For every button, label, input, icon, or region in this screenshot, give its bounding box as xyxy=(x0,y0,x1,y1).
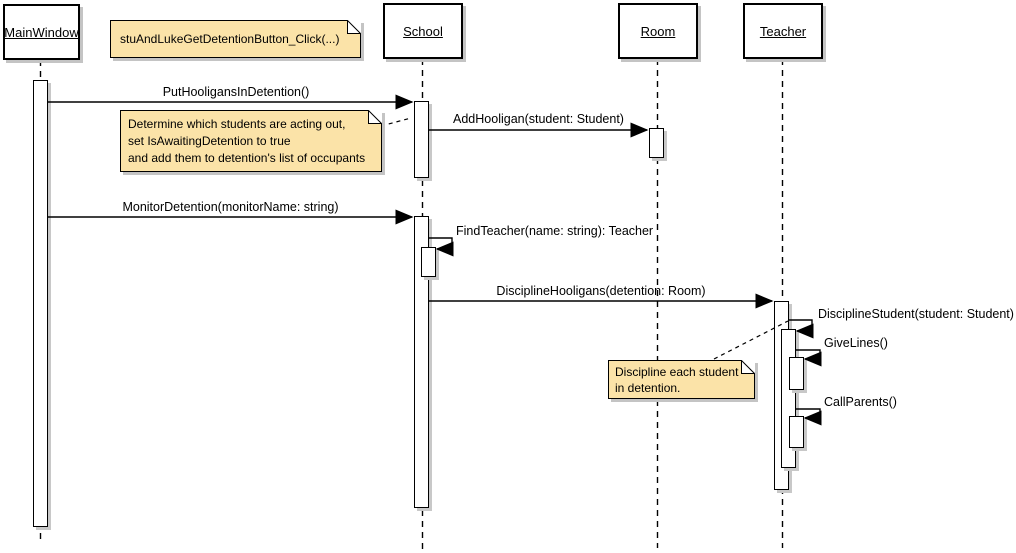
note-text: Discipline each student in detention. xyxy=(615,365,739,395)
note-fold-icon xyxy=(741,360,755,374)
participant-box-room: Room xyxy=(618,3,698,59)
participant-box-teacher: Teacher xyxy=(743,3,823,59)
participant-box-mainwindow: MainWindow xyxy=(3,4,80,60)
message-label-disciplinehooligans: DisciplineHooligans(detention: Room) xyxy=(496,284,706,298)
note-discipline-each-student: Discipline each student in detention. xyxy=(608,360,755,399)
message-label-callparents: CallParents() xyxy=(824,395,897,409)
message-label-givelines: GiveLines() xyxy=(824,336,888,350)
note-text: Determine which students are acting out,… xyxy=(128,117,366,165)
activation-school-findteacher xyxy=(421,247,436,277)
note-connector-determine xyxy=(380,117,412,127)
participant-label-teacher: Teacher xyxy=(759,23,807,39)
activation-teacher-callparents xyxy=(789,416,804,448)
activation-school-monitordetention xyxy=(414,216,429,508)
message-label-monitordetention: MonitorDetention(monitorName: string) xyxy=(122,200,339,214)
message-label-addhooligan: AddHooligan(student: Student) xyxy=(453,112,624,126)
activation-teacher-givelines xyxy=(789,357,804,390)
note-fold-icon xyxy=(368,110,382,124)
participant-label-mainwindow: MainWindow xyxy=(4,24,79,40)
message-label-findteacher: FindTeacher(name: string): Teacher xyxy=(456,224,654,238)
note-stuandluke-click: stuAndLukeGetDetentionButton_Click(...) xyxy=(110,20,361,58)
note-text: stuAndLukeGetDetentionButton_Click(...) xyxy=(120,31,340,46)
activation-school-puthooligans xyxy=(414,101,429,178)
note-determine-students: Determine which students are acting out,… xyxy=(120,110,382,172)
activation-room-addhooligan xyxy=(649,128,664,158)
participant-label-room: Room xyxy=(640,23,676,39)
message-label-puthooligansindetention: PutHooligansInDetention() xyxy=(162,85,310,99)
note-fold-icon xyxy=(347,20,361,34)
activation-mainwindow xyxy=(33,80,48,527)
message-label-disciplinestudent: DisciplineStudent(student: Student) xyxy=(818,307,1014,321)
participant-box-school: School xyxy=(383,3,463,59)
participant-label-school: School xyxy=(403,23,443,39)
